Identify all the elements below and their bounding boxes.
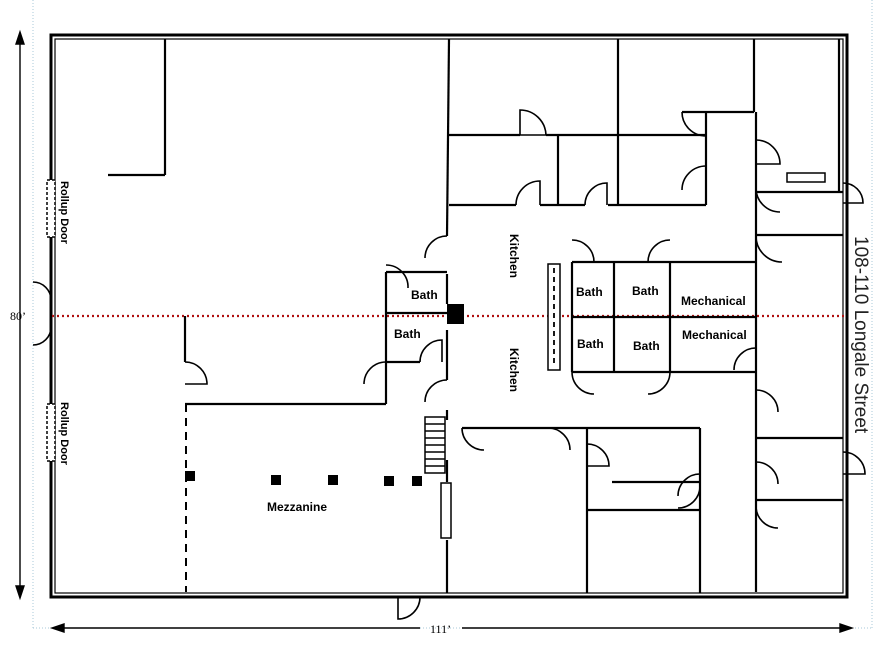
column-post (412, 476, 422, 486)
height-dimension (15, 29, 25, 601)
window-symbol (786, 172, 826, 183)
bath-label: Bath (632, 284, 659, 298)
width-label: 111’ (430, 622, 451, 636)
mechanical-label: Mechanical (682, 328, 747, 342)
kitchen-label-1: Kitchen (507, 234, 521, 278)
rollup-door-1-label: Rollup Door (58, 181, 70, 245)
railing-symbol (440, 482, 452, 539)
doors (32, 109, 866, 620)
width-dimension (49, 623, 855, 633)
rollup-door-2-label: Rollup Door (58, 402, 70, 466)
bath-label: Bath (577, 337, 604, 351)
bath-label: Bath (411, 288, 438, 302)
mechanical-label: Mechanical (681, 294, 746, 308)
column-post (328, 475, 338, 485)
bath-label: Bath (394, 327, 421, 341)
stairs (424, 416, 446, 474)
rollup-door-1-symbol (46, 179, 56, 238)
bath-label: Bath (633, 339, 660, 353)
warehouse-walls (108, 39, 388, 406)
column-post (185, 471, 195, 481)
column-post (447, 304, 464, 324)
street-label: 108-110 Longale Street (850, 236, 871, 434)
column-post (271, 475, 281, 485)
column-post (384, 476, 394, 486)
interior-walls (384, 38, 843, 593)
kitchen-label-2: Kitchen (507, 348, 521, 392)
bath-label: Bath (576, 285, 603, 299)
height-label: 80’ (10, 309, 26, 323)
rollup-door-2-symbol (46, 403, 56, 462)
exterior-wall-outer (49, 33, 849, 599)
mezzanine-label: Mezzanine (267, 500, 327, 514)
